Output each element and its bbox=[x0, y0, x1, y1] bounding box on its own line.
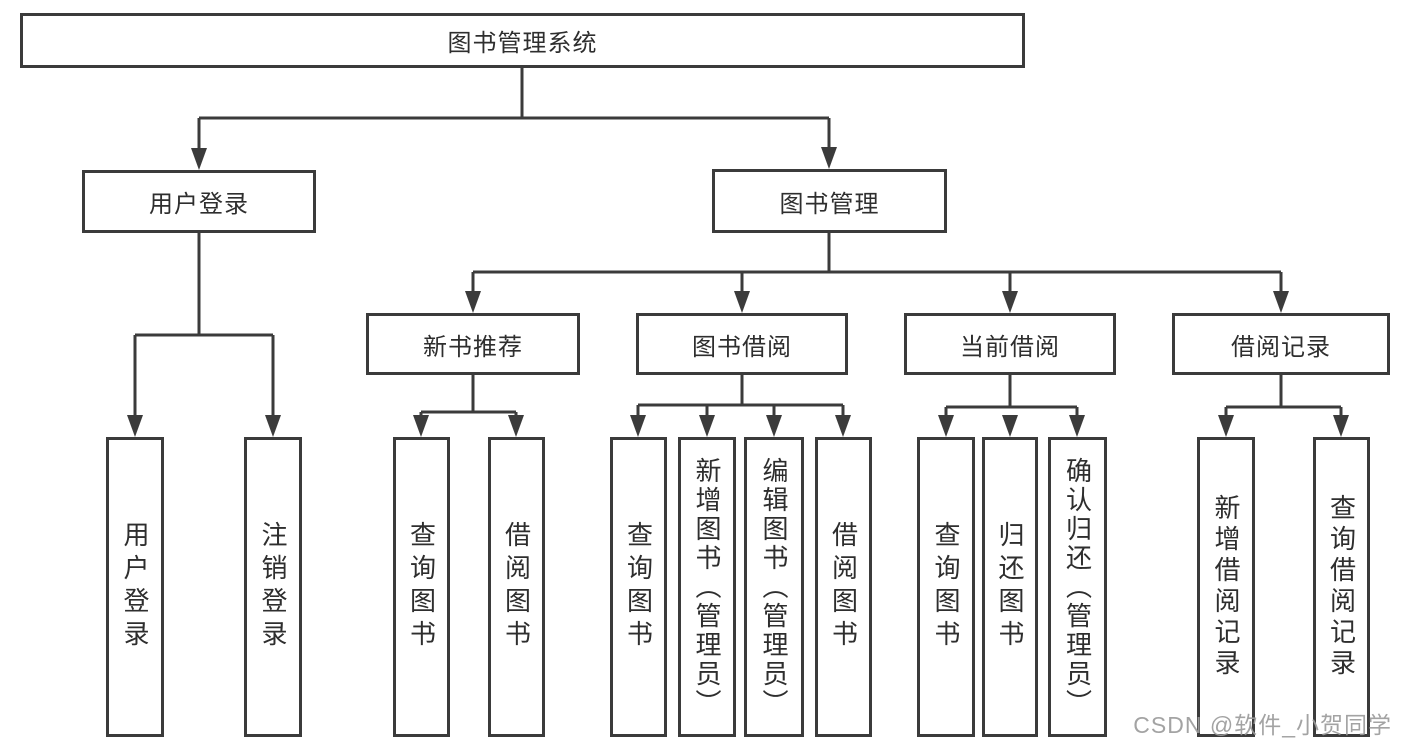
node-book-management-label: 图书管理 bbox=[779, 190, 880, 218]
leaf-borrowing-edit-book-admin-label: 编辑图书（管理员） bbox=[759, 456, 789, 718]
leaf-logout: 注销登录 bbox=[244, 437, 302, 737]
node-user-login: 用户登录 bbox=[82, 170, 316, 233]
leaf-logout-label: 注销登录 bbox=[258, 521, 288, 653]
node-book-borrowing-label: 图书借阅 bbox=[692, 333, 792, 361]
node-root-label: 图书管理系统 bbox=[447, 30, 598, 57]
leaf-current-confirm-return-admin: 确认归还（管理员） bbox=[1048, 437, 1107, 737]
node-current-borrowing: 当前借阅 bbox=[904, 313, 1116, 375]
leaf-borrowing-search-books-label: 查询图书 bbox=[623, 521, 654, 653]
leaf-user-login-label: 用户登录 bbox=[120, 521, 150, 653]
node-borrowing-records: 借阅记录 bbox=[1172, 313, 1390, 375]
leaf-user-login: 用户登录 bbox=[106, 437, 164, 737]
leaf-records-add-record-label: 新增借阅记录 bbox=[1211, 494, 1241, 680]
leaf-current-confirm-return-admin-label: 确认归还（管理员） bbox=[1062, 456, 1093, 718]
leaf-records-search-record-label: 查询借阅记录 bbox=[1326, 494, 1357, 680]
leaf-recommend-borrow-books: 借阅图书 bbox=[488, 437, 545, 737]
node-book-management: 图书管理 bbox=[712, 169, 947, 233]
leaf-current-search-books-label: 查询图书 bbox=[931, 521, 961, 653]
node-user-login-label: 用户登录 bbox=[149, 191, 249, 218]
csdn-watermark: CSDN @软件_小贺同学 bbox=[1133, 712, 1392, 738]
leaf-borrowing-borrow-books-label: 借阅图书 bbox=[828, 521, 859, 653]
leaf-records-add-record: 新增借阅记录 bbox=[1197, 437, 1255, 737]
leaf-borrowing-add-book-admin-label: 新增图书（管理员） bbox=[692, 456, 722, 718]
leaf-recommend-search-books-label: 查询图书 bbox=[406, 521, 437, 653]
leaf-current-search-books: 查询图书 bbox=[917, 437, 975, 737]
leaf-borrowing-borrow-books: 借阅图书 bbox=[815, 437, 872, 737]
node-book-borrowing: 图书借阅 bbox=[636, 313, 848, 375]
leaf-records-search-record: 查询借阅记录 bbox=[1313, 437, 1370, 737]
leaf-current-return-books-label: 归还图书 bbox=[995, 521, 1025, 653]
leaf-borrowing-add-book-admin: 新增图书（管理员） bbox=[678, 437, 736, 737]
leaf-recommend-borrow-books-label: 借阅图书 bbox=[501, 521, 532, 653]
node-new-book-recommend: 新书推荐 bbox=[366, 313, 580, 375]
leaf-borrowing-search-books: 查询图书 bbox=[610, 437, 667, 737]
node-new-book-recommend-label: 新书推荐 bbox=[423, 333, 523, 361]
node-current-borrowing-label: 当前借阅 bbox=[960, 333, 1060, 361]
node-root: 图书管理系统 bbox=[20, 13, 1025, 68]
node-borrowing-records-label: 借阅记录 bbox=[1231, 333, 1331, 361]
leaf-current-return-books: 归还图书 bbox=[982, 437, 1038, 737]
leaf-borrowing-edit-book-admin: 编辑图书（管理员） bbox=[744, 437, 804, 737]
leaf-recommend-search-books: 查询图书 bbox=[393, 437, 450, 737]
